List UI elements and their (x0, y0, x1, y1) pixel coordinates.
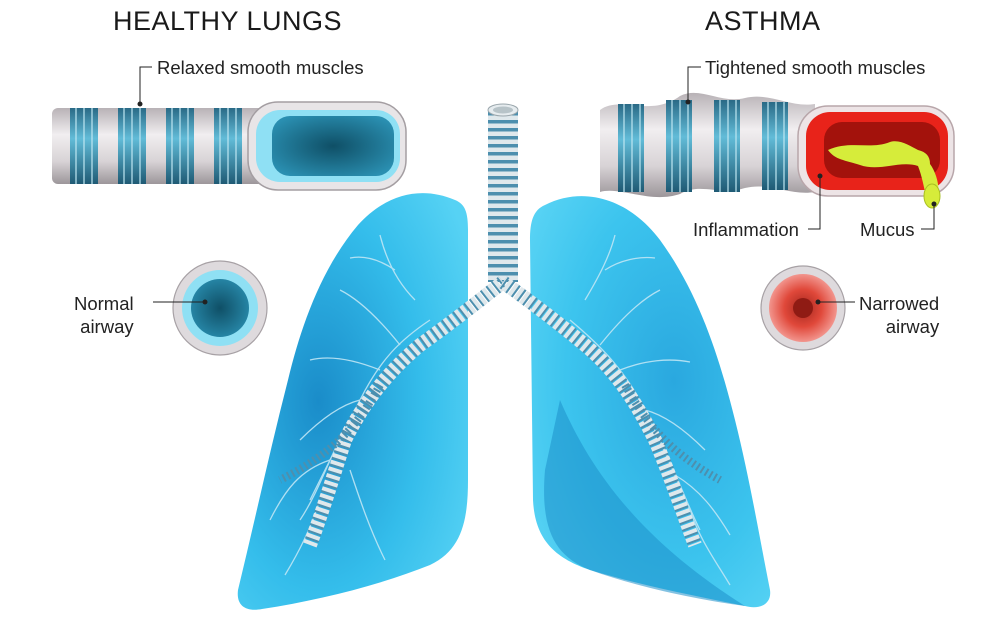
trachea (487, 103, 519, 282)
bronchi (278, 276, 722, 548)
tightened-smooth-muscles-label: Tightened smooth muscles (705, 57, 926, 78)
healthy-airway-tube (52, 101, 407, 191)
normal-airway-label-line1: Normal (74, 293, 134, 314)
asthma-airway-tube (600, 92, 955, 209)
normal-airway-label-line2: airway (80, 316, 134, 337)
healthy-lungs-title: HEALTHY LUNGS (113, 6, 343, 36)
narrowed-airway-label-line2: airway (885, 316, 940, 337)
asthma-title: ASTHMA (705, 6, 821, 36)
mucus-label: Mucus (860, 219, 915, 240)
inflammation-label: Inflammation (693, 219, 799, 240)
relaxed-smooth-muscles-label: Relaxed smooth muscles (157, 57, 364, 78)
tightened-callout-line (687, 66, 701, 102)
narrowed-airway-label-line1: Narrowed (859, 293, 940, 314)
relaxed-callout-line (139, 66, 152, 104)
normal-airway-crosssection (172, 260, 268, 356)
right-lung (530, 196, 771, 608)
narrowed-airway-label: Narrowed airway (859, 292, 939, 338)
normal-airway-label: Normal airway (74, 292, 134, 338)
inflammation-callout-line (808, 176, 821, 230)
left-lung (237, 193, 468, 610)
mucus-callout-line (921, 204, 935, 230)
narrowed-airway-crosssection (760, 265, 846, 351)
